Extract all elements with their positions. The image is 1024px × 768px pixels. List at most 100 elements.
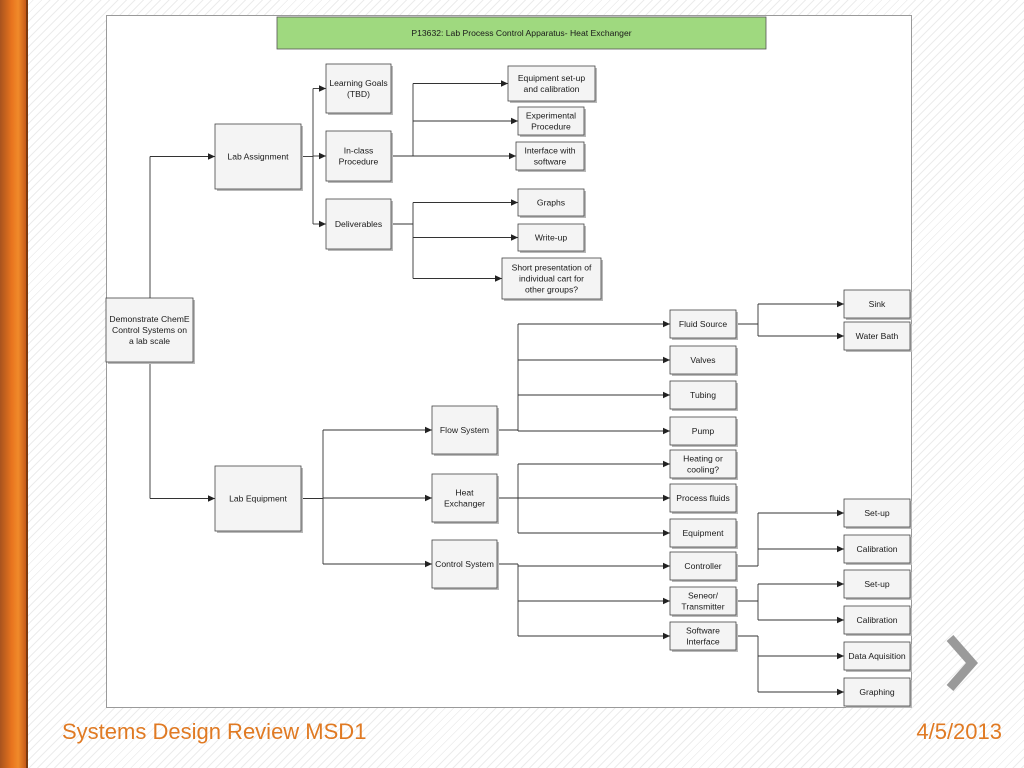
node-label: Pump [692,426,715,436]
node-box [843,289,911,319]
node-label: Procedure [531,122,571,132]
node-box [517,106,585,136]
node-box [669,586,737,616]
diagram-title: P13632: Lab Process Control Apparatus- H… [411,28,631,38]
node-box [669,518,737,548]
accent-divider [26,0,28,768]
diagram-title-box [276,16,767,50]
node-label: Procedure [339,157,379,167]
footer-date: 4/5/2013 [916,719,1002,744]
node-label: Deliverables [335,219,382,229]
node-label: Calibration [856,544,897,554]
node-sink: Sink [843,289,912,320]
node-box [507,65,596,102]
node-label: Graphs [537,198,565,208]
chevron-right-icon[interactable] [940,630,984,696]
accent-bar [0,0,26,768]
node-label: Tubing [690,390,716,400]
node-label: Control Systems on [112,325,187,335]
node-label: cooling? [687,465,719,475]
node-label: Heat [455,488,474,498]
node-label: Equipment [682,528,724,538]
node-label: Water Bath [856,331,899,341]
node-data-acquisition: Data Aquisition [843,641,912,672]
node-controller-calibration: Calibration [843,534,912,565]
node-lab-assignment: Lab Assignment [214,123,303,191]
node-box [669,483,737,513]
node-label: individual cart for [519,274,584,284]
node-label: Transmitter [681,602,724,612]
node-write-up: Write-up [517,223,586,253]
node-box [843,677,911,707]
node-water-bath: Water Bath [843,321,912,352]
node-equipment: Equipment [669,518,738,549]
node-box [669,309,737,339]
node-label: Heating or [683,454,723,464]
node-box [669,621,737,651]
node-label: Set-up [864,579,890,589]
node-label: and calibration [524,84,580,94]
node-flow-system: Flow System [431,405,499,456]
node-box [843,498,911,528]
node-box [669,380,737,410]
node-box [431,405,498,455]
node-box [431,539,498,589]
node-process-fluids: Process fluids [669,483,738,514]
node-label: a lab scale [129,336,170,346]
node-box [325,130,392,182]
node-label: Learning Goals [329,78,387,88]
node-label: Lab Assignment [227,152,289,162]
node-box [669,416,737,446]
node-box [105,297,194,363]
node-label: Data Aquisition [848,651,906,661]
node-graphing: Graphing [843,677,912,708]
node-box [669,449,737,479]
node-sensor-calibration: Calibration [843,605,912,636]
node-tubing: Tubing [669,380,738,411]
node-sensor-transmitter: Seneor/Transmitter [669,586,738,617]
node-label: Graphing [859,687,895,697]
node-valves: Valves [669,345,738,376]
node-box [843,569,911,599]
node-label: Write-up [535,233,568,243]
node-box [515,141,585,171]
node-label: Interface [686,637,720,647]
node-label: Calibration [856,615,897,625]
node-deliverables: Deliverables [325,198,393,251]
node-box [501,257,602,300]
node-controller-setup: Set-up [843,498,912,529]
node-box [843,641,911,671]
node-label: Control System [435,559,494,569]
node-label: other groups? [525,285,578,295]
node-label: Process fluids [676,493,730,503]
node-label: Sink [869,299,886,309]
node-box [843,321,911,351]
node-controller: Controller [669,551,738,582]
node-control-system: Control System [431,539,499,590]
node-pump: Pump [669,416,738,447]
node-graphs: Graphs [517,188,586,218]
node-label: Software [686,626,720,636]
node-lab-equipment: Lab Equipment [214,465,303,533]
node-label: Short presentation of [512,263,592,273]
node-label: Valves [690,355,715,365]
node-learning-goals: Learning Goals(TBD) [325,63,393,115]
footer-title: Systems Design Review MSD1 [62,719,367,744]
node-box [669,345,737,375]
node-box [214,465,302,532]
node-label: Controller [684,561,721,571]
node-fluid-source: Fluid Source [669,309,738,340]
node-label: Seneor/ [688,591,719,601]
node-box [517,188,585,217]
node-box [214,123,302,190]
node-label: Interface with [524,146,575,156]
node-box [843,534,911,564]
node-label: Demonstrate ChemE [109,314,190,324]
